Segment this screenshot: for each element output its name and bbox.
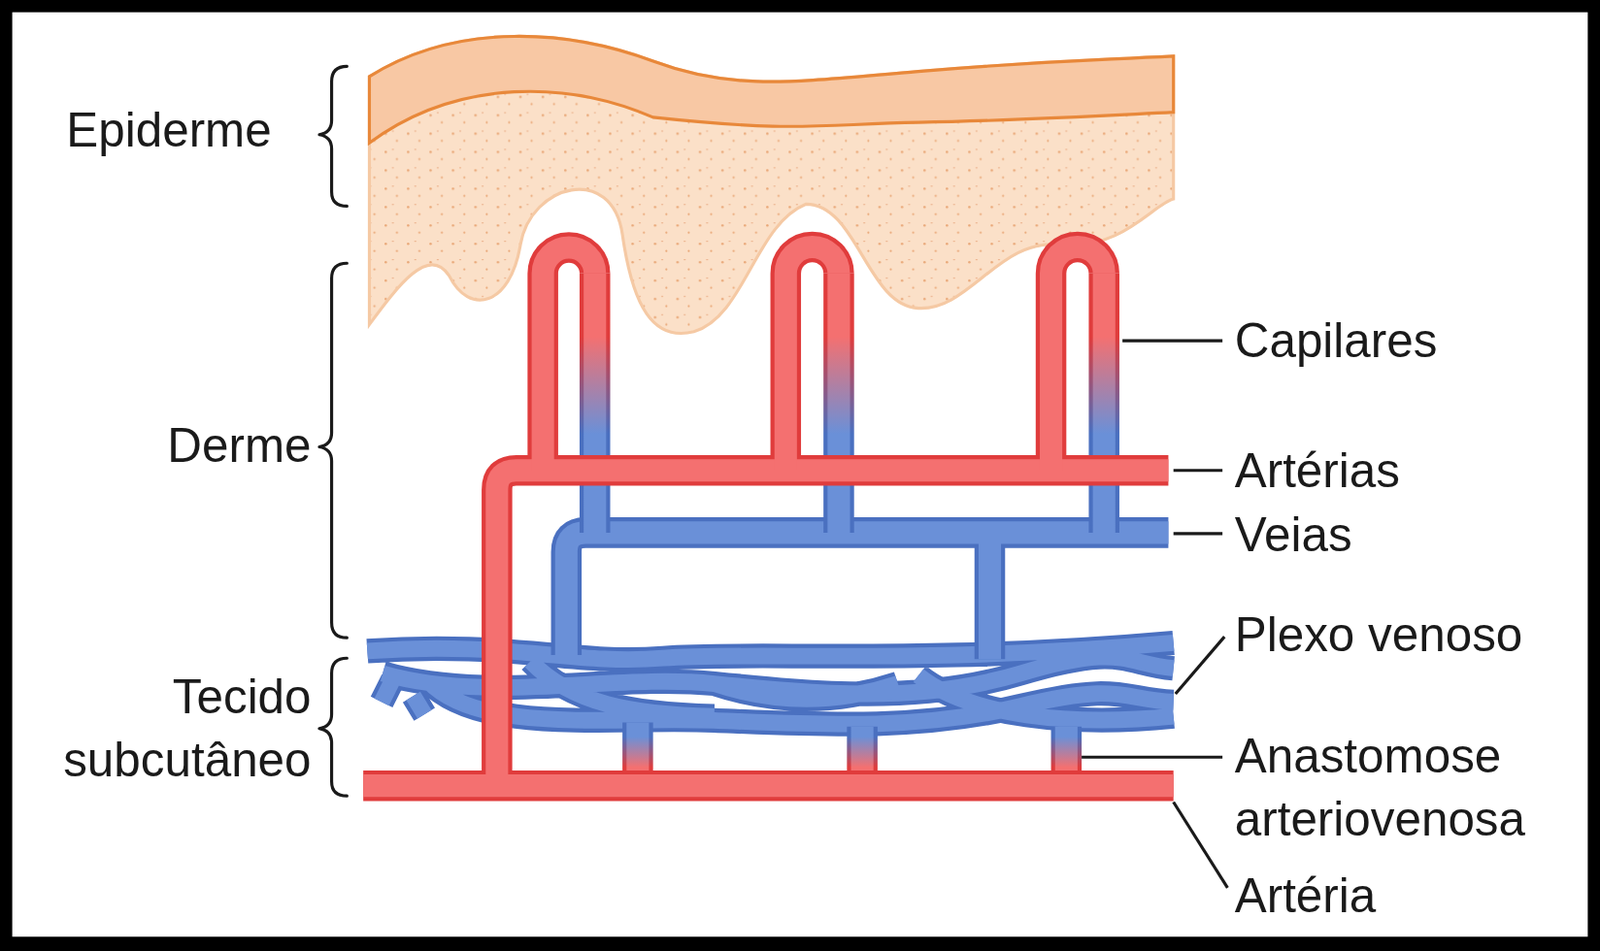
capillary-venous [595,273,1104,534]
capillary [542,246,1104,470]
leader-line [1122,339,1223,343]
layer-label: Epiderme [66,99,271,163]
curly-bracket [319,263,347,638]
curly-bracket [319,66,347,206]
layer-label: Derme [166,414,311,478]
leader-lines [1081,340,1228,889]
leader-line [1173,801,1229,888]
part-label: Veias [1234,502,1353,567]
part-label: Plexo venoso [1234,602,1524,667]
leader-line [1173,532,1223,535]
layer-label: Tecido subcutâneo [63,666,311,793]
part-label: Anastomose arteriovenosa [1234,725,1526,852]
stratum-corneum [368,35,1173,143]
artery-outline [363,470,1174,787]
vein [566,533,1168,660]
white-ground [12,12,1589,938]
leader-line [1175,636,1225,695]
vessels [363,246,1174,786]
brackets [319,66,347,797]
part-label: Capilares [1234,309,1438,373]
artery [363,470,1174,787]
capillary-outline [542,246,1104,470]
capillary-venous-outline [595,273,1104,534]
part-label: Artéria [1234,865,1377,929]
leader-line [1173,468,1223,472]
curly-bracket [319,658,347,797]
leader-line [1081,756,1223,760]
vein-outline [566,533,1168,660]
part-label: Artérias [1234,438,1400,502]
